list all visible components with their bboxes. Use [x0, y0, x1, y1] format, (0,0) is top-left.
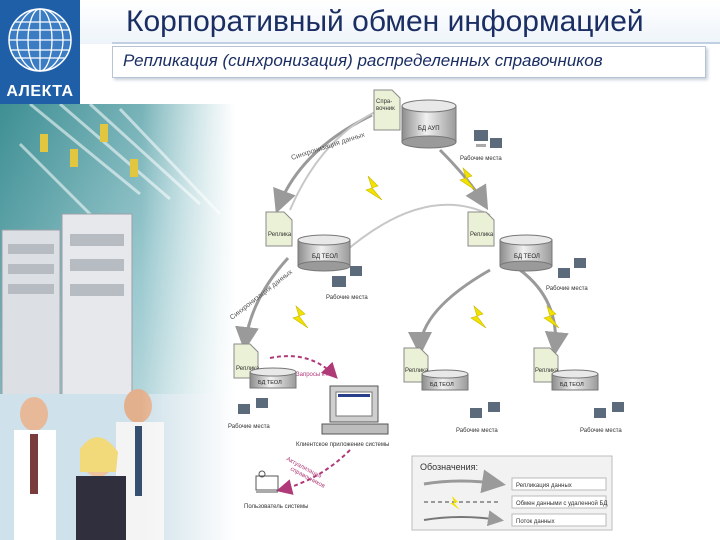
- sync-label-left: Синхронизация данных: [229, 268, 294, 321]
- legend-swatch-replication: [423, 469, 506, 494]
- request-label: Запросы к ПП: [296, 372, 335, 378]
- ws-label-top: Рабочие места: [460, 156, 502, 162]
- legend-swatch-flow: [423, 510, 504, 527]
- request-arrow: [269, 355, 338, 379]
- user-label: Пользователь системы: [244, 504, 308, 510]
- doc-label-leaf3: Реплика: [535, 368, 559, 374]
- header-band: [0, 0, 720, 44]
- workstation-icon: [332, 266, 362, 287]
- db-label-leaf3: БД ТЕОЛ: [560, 382, 584, 388]
- lightning-bolt-icon: [450, 496, 460, 510]
- ws-label-right: Рабочие места: [546, 286, 588, 292]
- sync-label-top: Синхронизация данных: [290, 131, 366, 162]
- node-leaf-1: Реплика БД ТЕОЛ Рабочие места: [228, 343, 297, 430]
- page-title: Корпоративный обмен информацией: [126, 5, 644, 38]
- node-leaf-3: Реплика БД ТЕОЛ Рабочие места: [533, 347, 624, 434]
- node-right: Реплика БД ТЕОЛ Рабочие места: [467, 211, 588, 292]
- document-icon: [373, 89, 401, 131]
- legend-label-replication: Репликация данных: [516, 483, 572, 489]
- workstation-icon: [470, 402, 500, 418]
- db-label-leaf1: БД ТЕОЛ: [258, 380, 282, 386]
- lightning-bolt-icon: [365, 175, 383, 201]
- app-label: Клиентское приложение системы: [296, 442, 389, 448]
- document-icon: [265, 211, 293, 247]
- workstation-icon: [594, 402, 624, 418]
- client-computer-icon: [321, 385, 389, 435]
- sync-arrow-left-down: [235, 256, 290, 351]
- ws-label-leaf2: Рабочие места: [456, 428, 498, 434]
- doc-label-leaf1: Реплика: [236, 366, 260, 372]
- workstation-icon: [474, 130, 502, 148]
- ws-label-leaf1: Рабочие места: [228, 424, 270, 430]
- page-subtitle: Репликация (синхронизация) распределенны…: [123, 51, 603, 70]
- document-icon: [233, 343, 259, 379]
- title-divider: [112, 42, 720, 44]
- ws-label-left: Рабочие места: [326, 295, 368, 301]
- node-leaf-2: Реплика БД ТЕОЛ Рабочие места: [403, 347, 500, 434]
- db-label-right: БД ТЕОЛ: [514, 254, 540, 260]
- globe-icon: [8, 8, 72, 72]
- db-label-left: БД ТЕОЛ: [312, 254, 338, 260]
- db-label-leaf2: БД ТЕОЛ: [430, 382, 454, 388]
- lightning-bolt-icon: [543, 305, 560, 329]
- company-logo: АЛЕКТА: [0, 0, 80, 104]
- logo-text: АЛЕКТА: [6, 83, 74, 100]
- workstation-icon: [238, 398, 268, 414]
- node-top: Спра-вочник БД АУП Рабочие места: [373, 89, 502, 162]
- decorative-photo-collage: [0, 104, 236, 540]
- legend: Обозначения: Репликация данных Обмен дан…: [411, 455, 613, 531]
- doc-label-right: Реплика: [470, 232, 494, 238]
- doc-label-top: Спра-вочник: [376, 99, 395, 112]
- lightning-bolt-icon: [470, 305, 487, 329]
- legend-label-remote: Обмен данными с удаленной БД: [516, 500, 607, 507]
- lightning-bolt-icon: [292, 305, 309, 329]
- ws-label-leaf3: Рабочие места: [580, 428, 622, 434]
- workstation-icon: [558, 258, 586, 278]
- legend-title: Обозначения:: [420, 462, 478, 472]
- doc-label-left: Реплика: [268, 232, 292, 238]
- subtitle-box: Репликация (синхронизация) распределенны…: [112, 46, 706, 78]
- legend-label-flow: Поток данных: [516, 519, 555, 525]
- user-request-arrow: [276, 449, 351, 495]
- sync-arrow-right-leaf3: [519, 268, 569, 356]
- sync-arrow-right-leaf1: [408, 268, 491, 356]
- doc-label-leaf2: Реплика: [405, 368, 429, 374]
- node-left: Реплика БД ТЕОЛ Рабочие места: [265, 211, 368, 301]
- db-label-top: БД АУП: [418, 126, 440, 132]
- lightning-bolt-icon: [459, 167, 476, 191]
- user-icon: [255, 470, 279, 493]
- document-icon: [467, 211, 495, 247]
